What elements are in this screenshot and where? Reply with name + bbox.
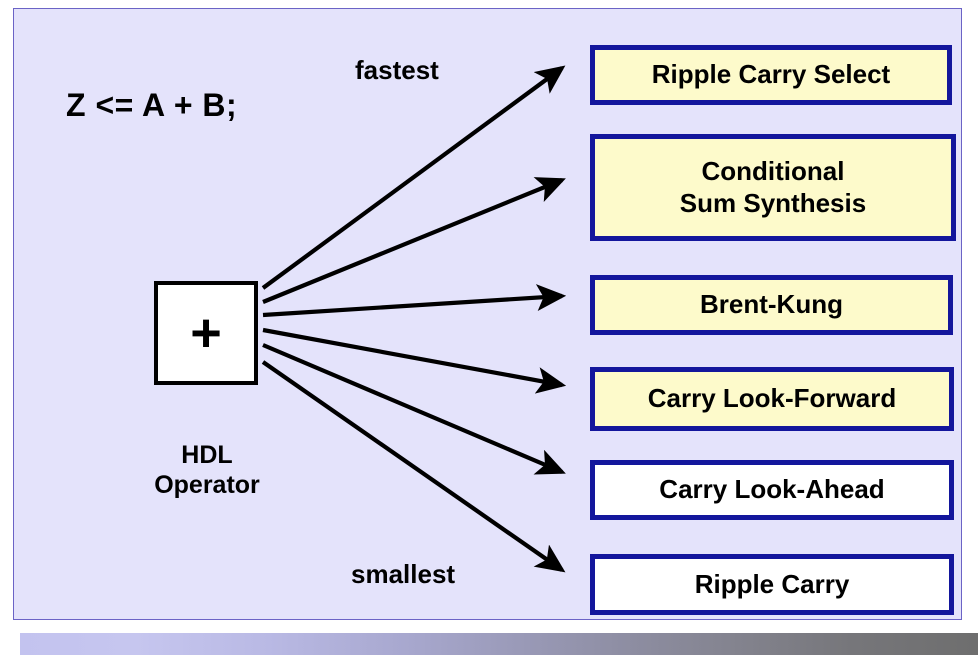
hdl-operator-box: + <box>154 281 258 385</box>
label-smallest: smallest <box>351 559 456 589</box>
adder-label: Ripple Carry Select <box>651 59 891 90</box>
adder-box-ripple-carry-select: Ripple Carry Select <box>590 45 952 105</box>
hdl-operator-caption-line1: HDL <box>181 441 233 469</box>
adder-box-ripple-carry: Ripple Carry <box>590 554 954 615</box>
plus-icon: + <box>190 303 222 363</box>
hdl-operator-caption: HDL Operator <box>129 441 285 500</box>
label-fastest: fastest <box>355 55 439 85</box>
adder-label: Sum Synthesis <box>679 187 867 218</box>
hdl-operator-caption-line2: Operator <box>154 470 260 499</box>
adder-box-carry-look-ahead: Carry Look-Ahead <box>590 460 954 520</box>
slide-frame: Z <= A + B; fastest smallest + HDL Opera… <box>13 8 962 620</box>
adder-label: Ripple Carry <box>694 568 850 599</box>
bottom-gradient-bar <box>20 633 978 655</box>
adder-box-conditional-sum-synthesis: Conditional Sum Synthesis <box>590 134 956 241</box>
adder-label: Carry Look-Forward <box>647 383 897 414</box>
adder-box-brent-kung: Brent-Kung <box>590 275 953 335</box>
adder-label: Conditional <box>701 156 845 187</box>
adder-label: Carry Look-Ahead <box>659 474 885 505</box>
hdl-expression-text: Z <= A + B; <box>66 87 238 123</box>
adder-box-carry-look-forward: Carry Look-Forward <box>590 367 954 431</box>
adder-label: Brent-Kung <box>700 289 843 320</box>
